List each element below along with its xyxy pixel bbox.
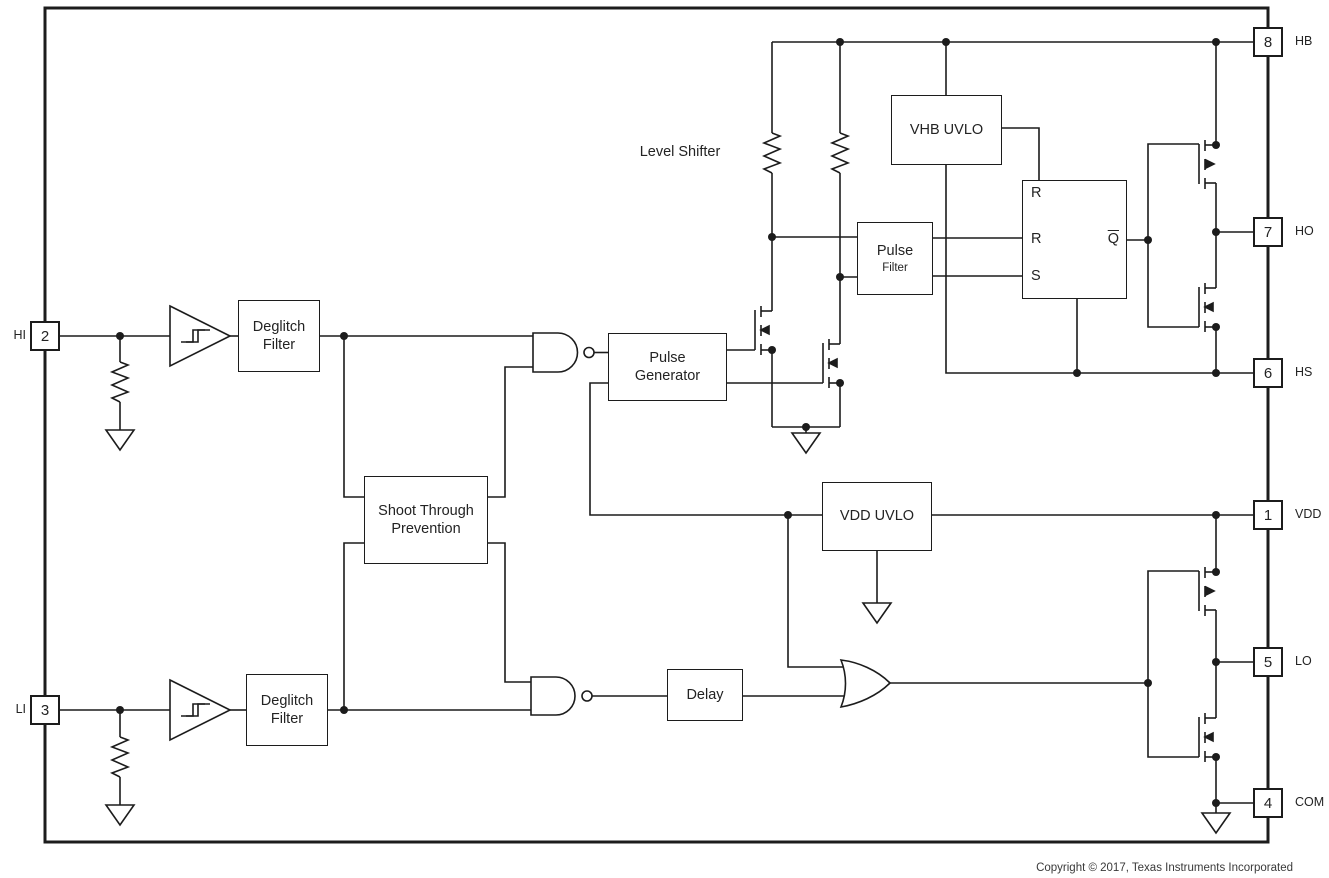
pulse-filter-block: Pulse Filter xyxy=(857,222,933,295)
level-shift-nmos2-icon xyxy=(822,339,841,427)
pulse-filter-label-line1: Pulse xyxy=(876,242,914,259)
latch-r-top-label: R xyxy=(1031,185,1042,201)
level-shift-resistor-icon xyxy=(829,132,851,174)
ho-driver xyxy=(1147,42,1253,373)
pin-number-lo: 5 xyxy=(1263,653,1273,671)
ground-icon xyxy=(104,804,136,827)
pin-number-ho: 7 xyxy=(1263,223,1273,241)
delay-or-wires xyxy=(743,659,1148,709)
rs-latch-block: R R S Q xyxy=(1022,180,1127,299)
gate-bracket xyxy=(1147,143,1199,328)
pulse-filter-label-line2: Filter xyxy=(882,261,908,274)
pin-label-li: LI xyxy=(15,702,26,716)
vdd-uvlo-label: VDD UVLO xyxy=(839,508,915,525)
latch-q-bar-label: Q xyxy=(1107,231,1119,247)
pin-box-hs: 6 xyxy=(1253,358,1283,388)
pin-number-hs: 6 xyxy=(1263,364,1273,382)
deglitch-filter-hi-label: Deglitch Filter xyxy=(252,318,306,353)
pin-box-li: 3 xyxy=(30,695,60,725)
shoot-through-prevention-block: Shoot Through Prevention xyxy=(364,476,488,564)
pin-label-lo: LO xyxy=(1295,654,1312,668)
nand-gate-li-icon xyxy=(530,676,667,716)
pin-label-ho: HO xyxy=(1295,224,1314,238)
hi-pulldown-resistor-icon xyxy=(109,361,131,403)
or-gate-icon xyxy=(839,659,892,709)
ground-icon xyxy=(1200,812,1232,835)
pin-label-hb: HB xyxy=(1295,34,1313,48)
deglitch-filter-hi-block: Deglitch Filter xyxy=(238,300,320,372)
pin-number-hb: 8 xyxy=(1263,33,1273,51)
ground-icon xyxy=(790,432,822,455)
pin-box-hb: 8 xyxy=(1253,27,1283,57)
ground-icon xyxy=(104,429,136,452)
latch-wires xyxy=(933,42,1253,374)
latch-s-label: S xyxy=(1031,268,1041,284)
delay-label: Delay xyxy=(686,686,724,703)
hi-schmitt-buffer-icon xyxy=(169,304,232,368)
gate-bracket xyxy=(1147,570,1199,758)
deglitch-filter-li-label: Deglitch Filter xyxy=(260,692,314,727)
pin-box-vdd: 1 xyxy=(1253,500,1283,530)
level-shifter-annotation: Level Shifter xyxy=(639,144,721,160)
level-shift-resistor-icon xyxy=(761,132,783,174)
pulse-generator-label: Pulse Generator xyxy=(634,349,701,384)
pin-box-lo: 5 xyxy=(1253,647,1283,677)
lo-driver xyxy=(1147,515,1253,835)
vdd-rail xyxy=(861,514,1253,625)
pin-number-com: 4 xyxy=(1263,794,1273,812)
pin-number-vdd: 1 xyxy=(1263,506,1273,524)
shoot-through-wires xyxy=(488,366,533,683)
pin-box-com: 4 xyxy=(1253,788,1283,818)
li-pulldown-resistor-icon xyxy=(109,736,131,778)
junction-dots xyxy=(116,38,1220,807)
ho-nmos-icon xyxy=(1198,283,1216,332)
latch-r-mid-label: R xyxy=(1031,231,1042,247)
li-input-path xyxy=(60,542,531,827)
pin-label-hs: HS xyxy=(1295,365,1313,379)
level-shifter-wires xyxy=(761,41,1253,344)
nand-gate-hi-icon xyxy=(532,332,608,373)
pulse-generator-block: Pulse Generator xyxy=(608,333,727,401)
delay-block: Delay xyxy=(667,669,743,721)
hi-input-path xyxy=(60,304,533,498)
vdd-uvlo-block: VDD UVLO xyxy=(822,482,932,551)
pin-box-ho: 7 xyxy=(1253,217,1283,247)
pin-label-com: COM xyxy=(1295,795,1325,809)
pin-number-hi: 2 xyxy=(40,327,50,345)
ic-boundary xyxy=(43,6,1270,844)
copyright-notice: Copyright © 2017, Texas Instruments Inco… xyxy=(1036,862,1293,874)
shoot-through-prevention-label: Shoot Through Prevention xyxy=(378,502,474,537)
pulse-generator-wires xyxy=(589,349,846,668)
vhb-uvlo-block: VHB UVLO xyxy=(891,95,1002,165)
deglitch-filter-li-block: Deglitch Filter xyxy=(246,674,328,746)
pin-label-hi: HI xyxy=(13,328,27,342)
vhb-uvlo-label: VHB UVLO xyxy=(909,121,984,138)
level-shift-nmos1-icon xyxy=(754,306,773,427)
ground-icon xyxy=(861,602,893,625)
li-schmitt-buffer-icon xyxy=(169,678,232,742)
pin-box-hi: 2 xyxy=(30,321,60,351)
pin-number-li: 3 xyxy=(40,701,50,719)
pin-label-vdd: VDD xyxy=(1295,507,1322,521)
